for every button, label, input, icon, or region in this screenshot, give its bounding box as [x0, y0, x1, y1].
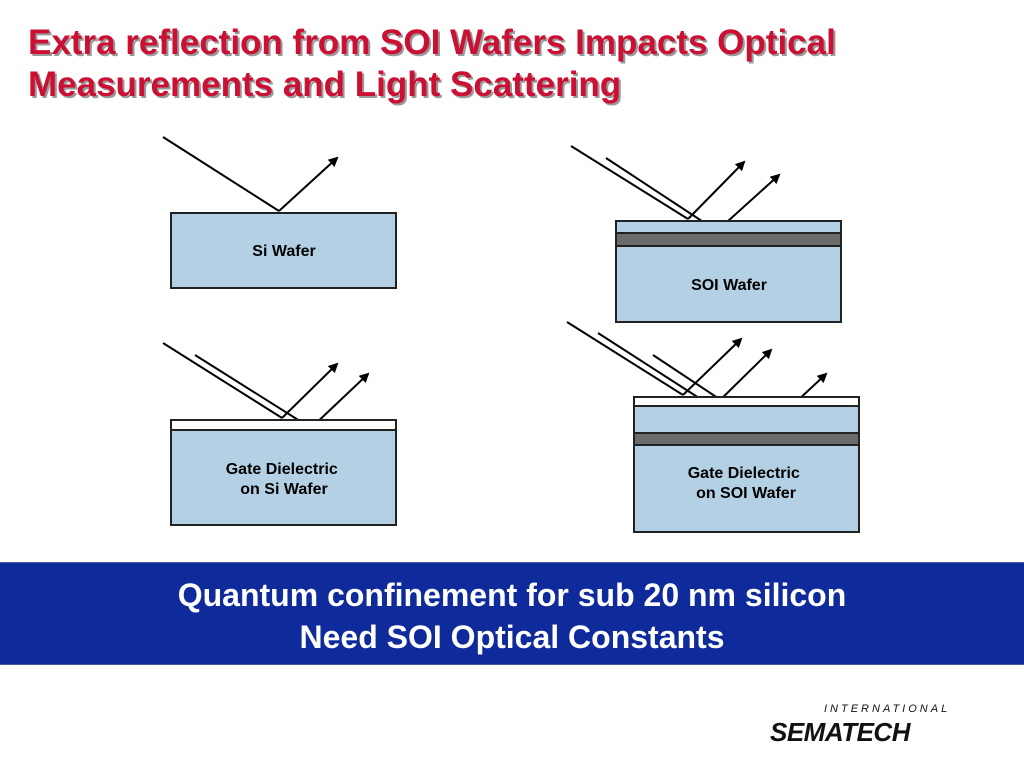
reflection-diagram: Si Wafer SOI Wafer Gate Dielectri — [162, 136, 860, 533]
incident-ray — [162, 342, 283, 419]
gate-dielectric-si-diagram: Gate Dielectric on Si Wafer — [162, 342, 397, 526]
incident-ray — [597, 332, 714, 408]
incident-ray — [194, 354, 312, 429]
gate-dielectric-layer — [633, 396, 860, 407]
soi-wafer-block — [615, 245, 842, 323]
soi-wafer-block — [633, 444, 860, 533]
title-line-1: Extra reflection from SOI Wafers Impacts… — [28, 23, 836, 62]
buried-oxide-layer — [615, 232, 842, 247]
si-wafer-label: Si Wafer — [252, 243, 315, 260]
gate-dielectric-soi-label: Gate Dielectric on SOI Wafer — [688, 465, 805, 502]
banner-line-1: Quantum confinement for sub 20 nm silico… — [177, 577, 847, 613]
incident-ray — [566, 321, 684, 396]
conclusion-banner: Quantum confinement for sub 20 nm silico… — [0, 562, 1024, 665]
gate-dielectric-si-label: Gate Dielectric on Si Wafer — [226, 461, 343, 498]
incident-ray — [570, 145, 689, 220]
incident-ray — [605, 157, 718, 232]
logo-international-text: INTERNATIONAL — [824, 703, 951, 715]
gate-dielectric-soi-diagram: Gate Dielectric on SOI Wafer — [566, 321, 860, 533]
si-wafer-block — [170, 429, 397, 526]
si-wafer-diagram: Si Wafer — [162, 136, 397, 289]
reflected-ray-arrow — [682, 337, 743, 396]
top-silicon-layer — [633, 405, 860, 434]
buried-oxide-layer — [633, 432, 860, 446]
banner-line-2: Need SOI Optical Constants — [299, 619, 725, 655]
logo-sematech-text: SEMATECH — [770, 717, 910, 747]
soi-wafer-label: SOI Wafer — [691, 277, 767, 294]
incident-ray — [162, 136, 280, 212]
sematech-logo: INTERNATIONAL SEMATECH — [766, 703, 947, 749]
gate-dielectric-layer — [170, 419, 397, 431]
slide-title: Extra reflection from SOI Wafers Impacts… — [28, 22, 988, 106]
soi-wafer-diagram: SOI Wafer — [570, 145, 842, 323]
si-wafer-block — [170, 212, 397, 289]
reflected-ray-arrow — [687, 160, 746, 220]
reflected-ray-arrow — [278, 156, 339, 212]
top-silicon-layer — [615, 220, 842, 234]
reflected-ray-arrow — [281, 362, 339, 419]
title-line-2: Measurements and Light Scattering — [28, 65, 622, 104]
